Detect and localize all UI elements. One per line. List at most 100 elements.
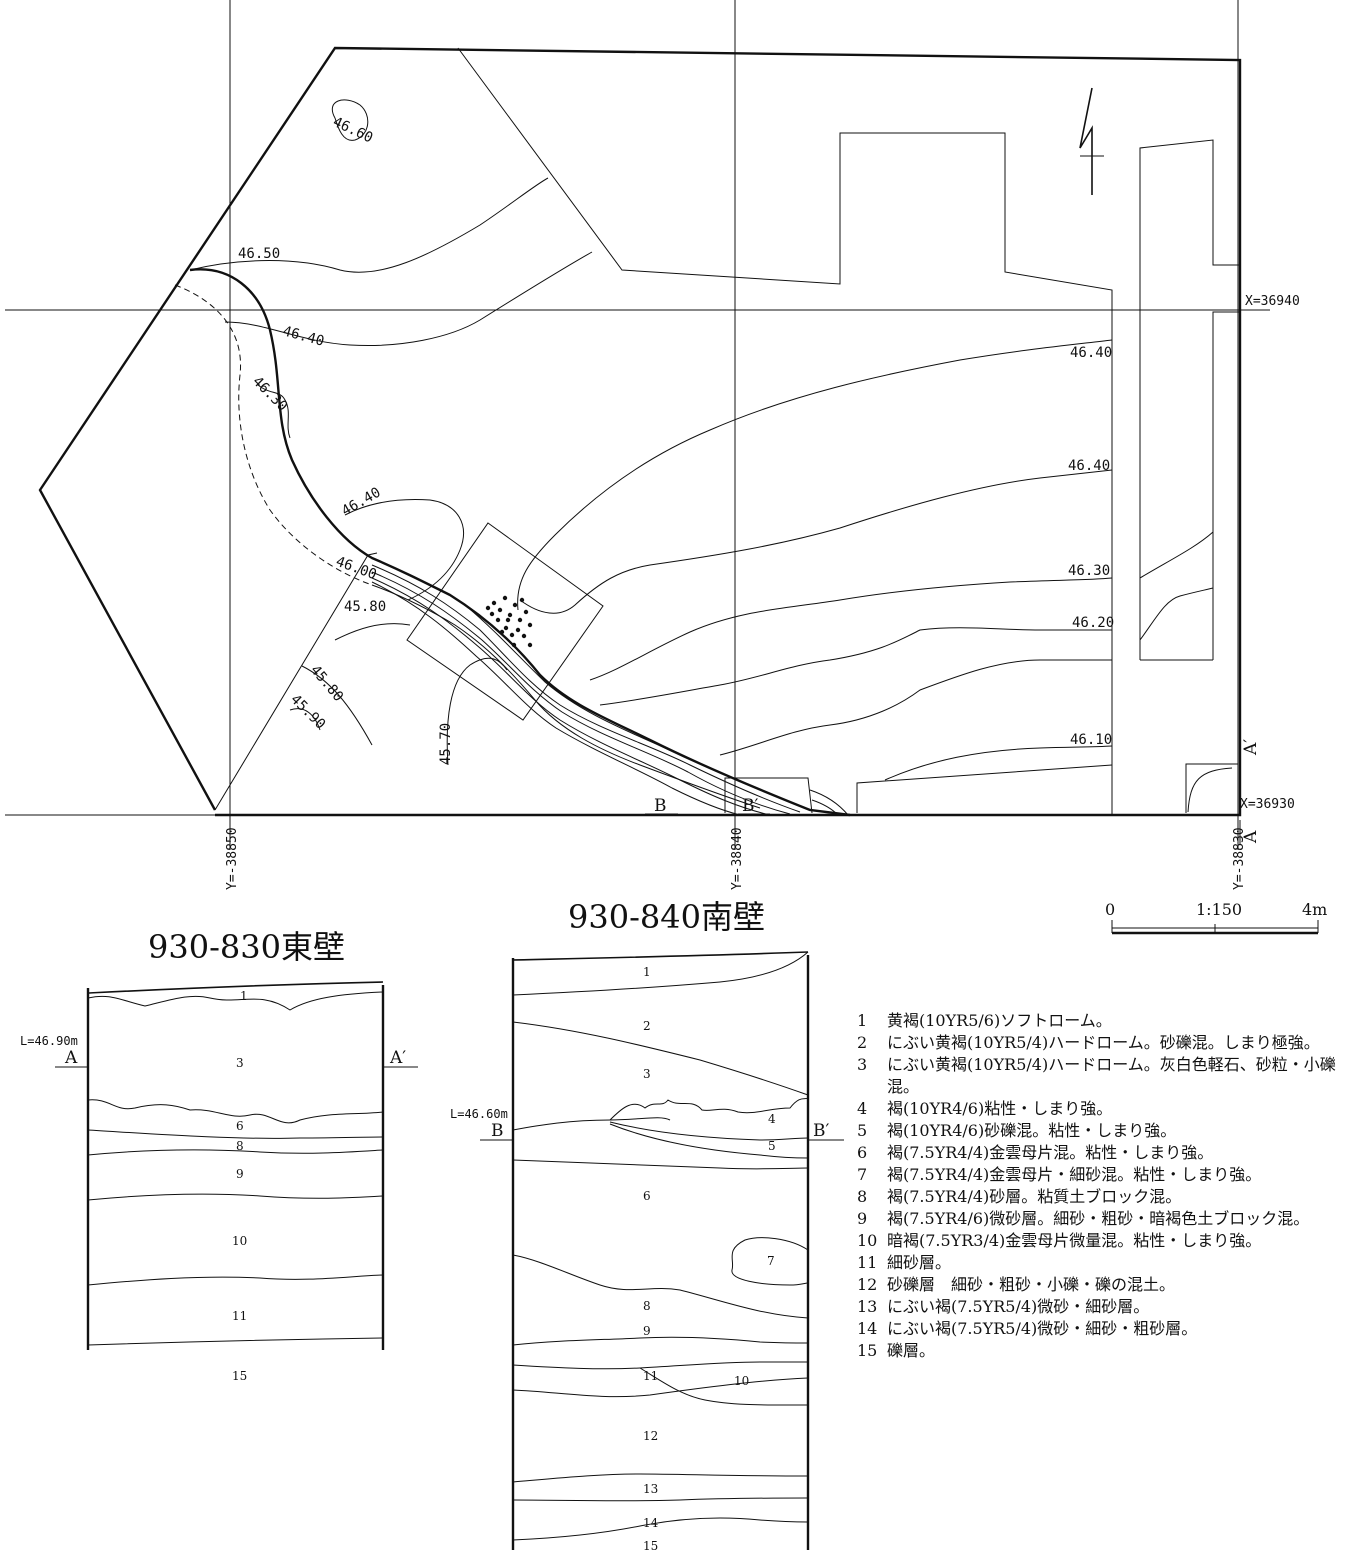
legend-item: 6 褐(7.5YR4/4)金雲母片混。粘性・しまり強。 bbox=[857, 1142, 1337, 1164]
contour-label-9: 45.70 bbox=[438, 723, 454, 765]
grid-label-y38830: Y=-38830 bbox=[1232, 827, 1247, 890]
contour-label-8: 45.90 bbox=[287, 692, 328, 733]
section-south-title: 930-840南壁 bbox=[568, 898, 765, 936]
plan-mark-b: B bbox=[654, 796, 667, 816]
layer-legend: 1 黄褐(10YR5/6)ソフトローム。 2 にぶい黄褐(10YR5/4)ハードロー… bbox=[857, 1010, 1337, 1362]
legend-num: 4 bbox=[857, 1099, 868, 1118]
north-arrow-icon bbox=[1079, 87, 1104, 195]
grid-label-x36940: X=36940 bbox=[1245, 294, 1300, 309]
legend-num: 6 bbox=[857, 1143, 868, 1162]
contour-label-6: 45.80 bbox=[344, 599, 386, 615]
legend-item: 9 褐(7.5YR4/6)微砂層。細砂・粗砂・暗褐色土ブロック混。 bbox=[857, 1208, 1337, 1230]
contour-label-11: 46.40 bbox=[1068, 458, 1110, 474]
legend-desc: 細砂層。 bbox=[887, 1253, 952, 1272]
contour-label-13: 46.20 bbox=[1072, 615, 1114, 631]
legend-desc: にぶい褐(7.5YR5/4)微砂・細砂・粗砂層。 bbox=[887, 1319, 1198, 1338]
channel-striations bbox=[371, 564, 849, 816]
subtrench-b bbox=[1185, 763, 1238, 813]
south-layer-7: 7 bbox=[767, 1254, 775, 1268]
trench-contour-b bbox=[1139, 587, 1214, 641]
plan-mark-b-prime: B′ bbox=[742, 796, 758, 816]
contour-label-4: 46.40 bbox=[339, 485, 384, 520]
sw-boundary bbox=[214, 552, 378, 811]
contour-lines bbox=[189, 99, 1113, 781]
east-layer-8: 8 bbox=[236, 1139, 244, 1153]
legend-item: 14 にぶい褐(7.5YR5/4)微砂・細砂・粗砂層。 bbox=[857, 1318, 1337, 1340]
plan-mark-a-prime: A′ bbox=[1241, 739, 1261, 756]
legend-desc: 褐(7.5YR4/4)金雲母片混。粘性・しまり強。 bbox=[887, 1143, 1214, 1162]
legend-num: 8 bbox=[857, 1187, 868, 1206]
feature-square bbox=[406, 522, 604, 721]
south-layer-8: 8 bbox=[643, 1299, 651, 1313]
trench-outline-lower bbox=[1212, 311, 1240, 660]
legend-num: 7 bbox=[857, 1165, 868, 1184]
legend-desc: 暗褐(7.5YR3/4)金雲母片微量混。粘性・しまり強。 bbox=[887, 1231, 1262, 1250]
contour-label-2: 46.40 bbox=[281, 323, 326, 349]
legend-desc: にぶい褐(7.5YR5/4)微砂・細砂層。 bbox=[887, 1297, 1150, 1316]
section-east-level: L=46.90m bbox=[20, 1034, 78, 1048]
legend-num: 15 bbox=[857, 1341, 878, 1360]
grid-label-y38840: Y=-38840 bbox=[730, 827, 745, 890]
section-east-left-mark: A bbox=[64, 1048, 78, 1068]
south-layer-13: 13 bbox=[643, 1482, 658, 1496]
scale-ratio: 1:150 bbox=[1196, 900, 1242, 919]
scale-bar: 0 1:150 4m bbox=[1105, 900, 1327, 935]
legend-num: 12 bbox=[857, 1275, 878, 1294]
south-layer-6: 6 bbox=[643, 1189, 651, 1203]
legend-num: 11 bbox=[857, 1253, 878, 1272]
scale-end: 4m bbox=[1302, 900, 1327, 919]
plan-mark-a: A bbox=[1241, 830, 1261, 844]
south-layer-1: 1 bbox=[643, 965, 651, 979]
contour-label-7: 45.80 bbox=[307, 662, 346, 705]
channel-upper-edge bbox=[189, 268, 851, 817]
trench-outline bbox=[457, 47, 1113, 815]
east-layer-1: 1 bbox=[240, 989, 248, 1003]
contour-label-12: 46.30 bbox=[1068, 563, 1110, 579]
legend-num: 14 bbox=[857, 1319, 878, 1338]
contour-label-10: 46.40 bbox=[1070, 345, 1112, 361]
legend-item: 11 細砂層。 bbox=[857, 1252, 1337, 1274]
section-south-left-mark: B bbox=[491, 1121, 504, 1141]
south-layer-10: 10 bbox=[734, 1374, 749, 1388]
subtrench-b-curve bbox=[1187, 767, 1233, 813]
south-layer-2: 2 bbox=[643, 1019, 651, 1033]
legend-num: 9 bbox=[857, 1209, 868, 1228]
legend-num: 13 bbox=[857, 1297, 878, 1316]
south-layer-4: 4 bbox=[768, 1112, 776, 1126]
legend-desc: 褐(10YR4/6)砂礫混。粘性・しまり強。 bbox=[887, 1121, 1177, 1140]
legend-desc: 砂礫層 細砂・粗砂・小礫・礫の混土。 bbox=[887, 1275, 1176, 1294]
south-layer-9: 9 bbox=[643, 1324, 651, 1338]
section-south: 930-840南壁 L=46.60m B B′ 1 2 3 4 5 6 7 8 … bbox=[450, 898, 844, 1553]
legend-desc: にぶい黄褐(10YR5/4)ハードローム。灰白色軽石、砂粒・小礫混。 bbox=[887, 1055, 1336, 1096]
scale-zero: 0 bbox=[1105, 900, 1115, 919]
contour-label-0: 46.60 bbox=[330, 114, 375, 146]
contour-label-3: 46.30 bbox=[249, 374, 290, 415]
east-layer-11: 11 bbox=[232, 1309, 247, 1323]
legend-desc: 礫層。 bbox=[887, 1341, 936, 1360]
legend-desc: 黄褐(10YR5/6)ソフトローム。 bbox=[887, 1011, 1112, 1030]
south-layer-5: 5 bbox=[768, 1139, 776, 1153]
subtrench-a bbox=[856, 764, 1113, 813]
artifact-cluster bbox=[485, 595, 533, 648]
trench-outline-right bbox=[1139, 139, 1240, 660]
east-layer-15: 15 bbox=[232, 1369, 247, 1383]
legend-desc: 褐(7.5YR4/6)微砂層。細砂・粗砂・暗褐色土ブロック混。 bbox=[887, 1209, 1310, 1228]
legend-item: 13 にぶい褐(7.5YR5/4)微砂・細砂層。 bbox=[857, 1296, 1337, 1318]
legend-item: 15 礫層。 bbox=[857, 1340, 1337, 1362]
east-layer-3: 3 bbox=[236, 1056, 244, 1070]
south-layer-15: 15 bbox=[643, 1539, 658, 1553]
channel-dashed-edge bbox=[174, 284, 373, 586]
legend-desc: 褐(7.5YR4/4)金雲母片・細砂混。粘性・しまり強。 bbox=[887, 1165, 1262, 1184]
trench-contour-a bbox=[1139, 531, 1214, 579]
east-layer-10: 10 bbox=[232, 1234, 247, 1248]
east-layer-9: 9 bbox=[236, 1167, 244, 1181]
legend-item: 12 砂礫層 細砂・粗砂・小礫・礫の混土。 bbox=[857, 1274, 1337, 1296]
legend-num: 2 bbox=[857, 1033, 868, 1052]
section-south-level: L=46.60m bbox=[450, 1107, 508, 1121]
section-box-b bbox=[724, 777, 813, 814]
legend-num: 1 bbox=[857, 1011, 868, 1030]
